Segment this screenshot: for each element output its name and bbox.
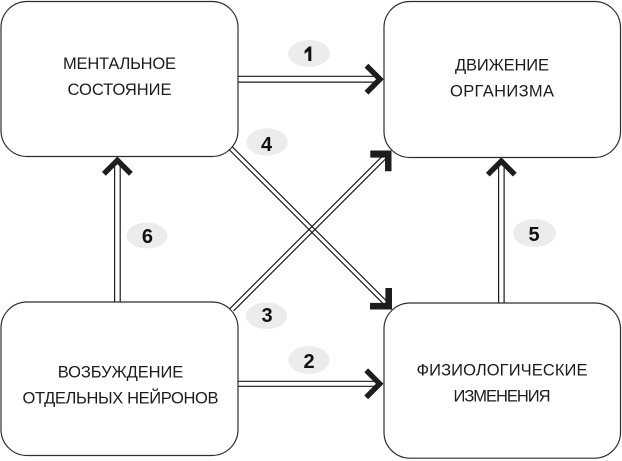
svg-text:3: 3 <box>261 305 272 327</box>
svg-text:ВОЗБУЖДЕНИЕ: ВОЗБУЖДЕНИЕ <box>58 364 184 382</box>
svg-text:5: 5 <box>528 224 539 246</box>
svg-text:ИЗМЕНЕНИЯ: ИЗМЕНЕНИЯ <box>454 388 551 406</box>
svg-text:4: 4 <box>261 134 273 156</box>
svg-text:ДВИЖЕНИЕ: ДВИЖЕНИЕ <box>455 57 549 75</box>
svg-text:2: 2 <box>303 351 314 373</box>
svg-text:ОРГАНИЗМА: ОРГАНИЗМА <box>450 83 554 101</box>
svg-text:ОТДЕЛЬНЫХ НЕЙРОНОВ: ОТДЕЛЬНЫХ НЕЙРОНОВ <box>23 389 219 408</box>
svg-text:МЕНТАЛЬНОЕ: МЕНТАЛЬНОЕ <box>63 55 176 73</box>
svg-text:СОСТОЯНИЕ: СОСТОЯНИЕ <box>68 81 172 99</box>
svg-text:6: 6 <box>142 226 153 248</box>
svg-text:ФИЗИОЛОГИЧЕСКИЕ: ФИЗИОЛОГИЧЕСКИЕ <box>417 362 588 380</box>
